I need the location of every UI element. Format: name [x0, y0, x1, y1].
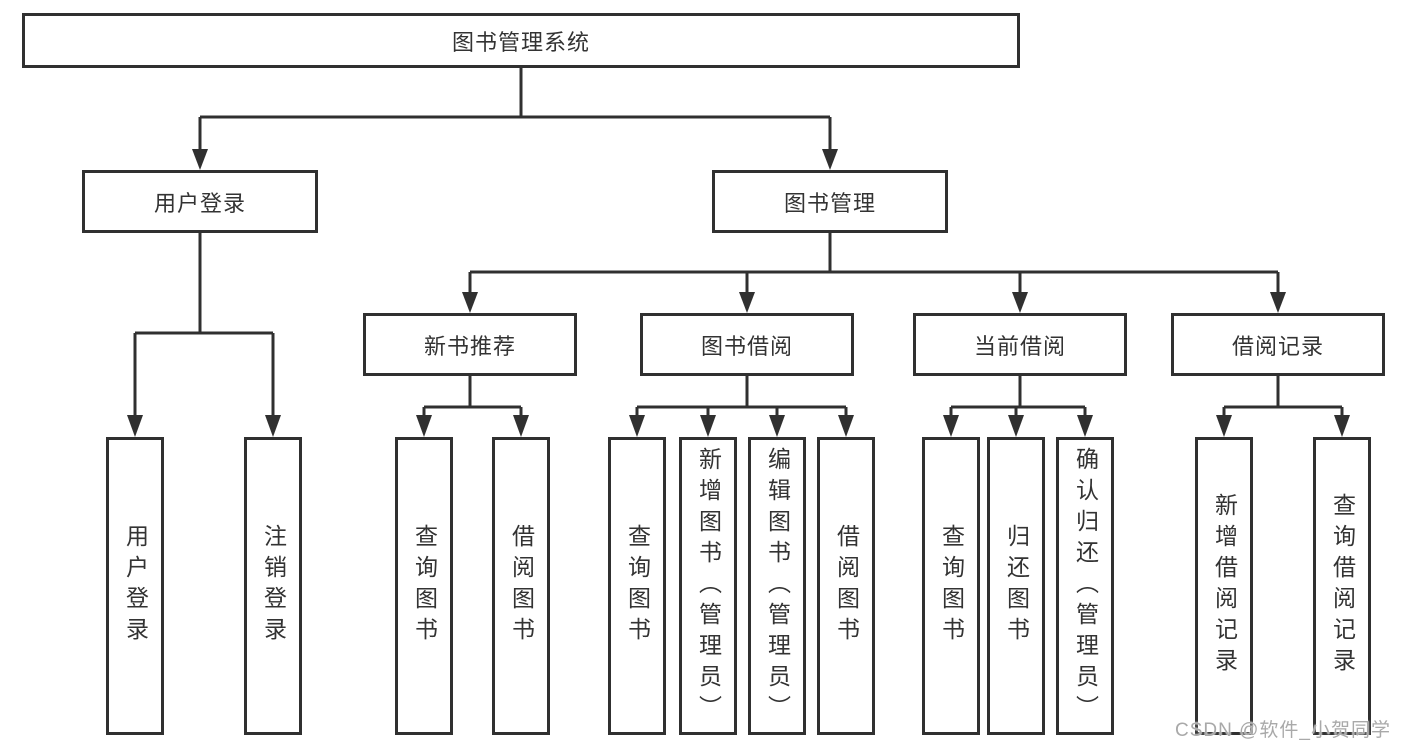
node-label: 查询图书 [624, 524, 651, 648]
node-label: 归还图书 [1003, 524, 1030, 648]
node-label: 图书管理系统 [451, 29, 590, 55]
leaf-current-query-books: 查询图书 [922, 437, 980, 735]
leaf-records-query-record: 查询借阅记录 [1313, 437, 1371, 735]
leaf-borrow-borrow-books: 借阅图书 [817, 437, 875, 735]
node-label: 查询图书 [938, 524, 965, 648]
node-label: 借阅记录 [1231, 333, 1324, 359]
node-label: 确认归还（管理员） [1072, 446, 1099, 726]
leaf-borrow-query-books: 查询图书 [608, 437, 666, 735]
leaf-borrow-edit-books-admin: 编辑图书（管理员） [748, 437, 806, 735]
leaf-user-login: 用户登录 [106, 437, 164, 735]
node-label: 用户登录 [153, 190, 246, 216]
leaf-borrow-add-books-admin: 新增图书（管理员） [679, 437, 737, 735]
node-label: 图书管理 [783, 190, 876, 216]
node-book-management: 图书管理 [712, 170, 948, 233]
node-label: 编辑图书（管理员） [764, 446, 791, 726]
node-book-borrowing: 图书借阅 [640, 313, 854, 376]
node-current-borrowing: 当前借阅 [913, 313, 1127, 376]
leaf-logout: 注销登录 [244, 437, 302, 735]
leaf-recommend-borrow-books: 借阅图书 [492, 437, 550, 735]
node-label: 借阅图书 [833, 524, 860, 648]
node-label: 注销登录 [260, 524, 287, 648]
node-label: 新增借阅记录 [1211, 493, 1238, 679]
leaf-current-return-books: 归还图书 [987, 437, 1045, 735]
node-label: 新增图书（管理员） [695, 446, 722, 726]
node-label: 查询图书 [411, 524, 438, 648]
node-label: 当前借阅 [973, 333, 1066, 359]
node-label: 借阅图书 [508, 524, 535, 648]
node-label: 用户登录 [122, 524, 149, 648]
node-label: 图书借阅 [700, 333, 793, 359]
arrowheads [127, 149, 1350, 437]
node-new-book-recommendation: 新书推荐 [363, 313, 577, 376]
node-user-login: 用户登录 [82, 170, 318, 233]
watermark: CSDN @软件_小贺同学 [1175, 720, 1391, 741]
node-library-system: 图书管理系统 [22, 13, 1020, 68]
leaf-records-add-record: 新增借阅记录 [1195, 437, 1253, 735]
leaf-current-confirm-return-admin: 确认归还（管理员） [1056, 437, 1114, 735]
node-borrowing-records: 借阅记录 [1171, 313, 1385, 376]
node-label: 新书推荐 [423, 333, 516, 359]
leaf-recommend-query-books: 查询图书 [395, 437, 453, 735]
node-label: 查询借阅记录 [1329, 493, 1356, 679]
